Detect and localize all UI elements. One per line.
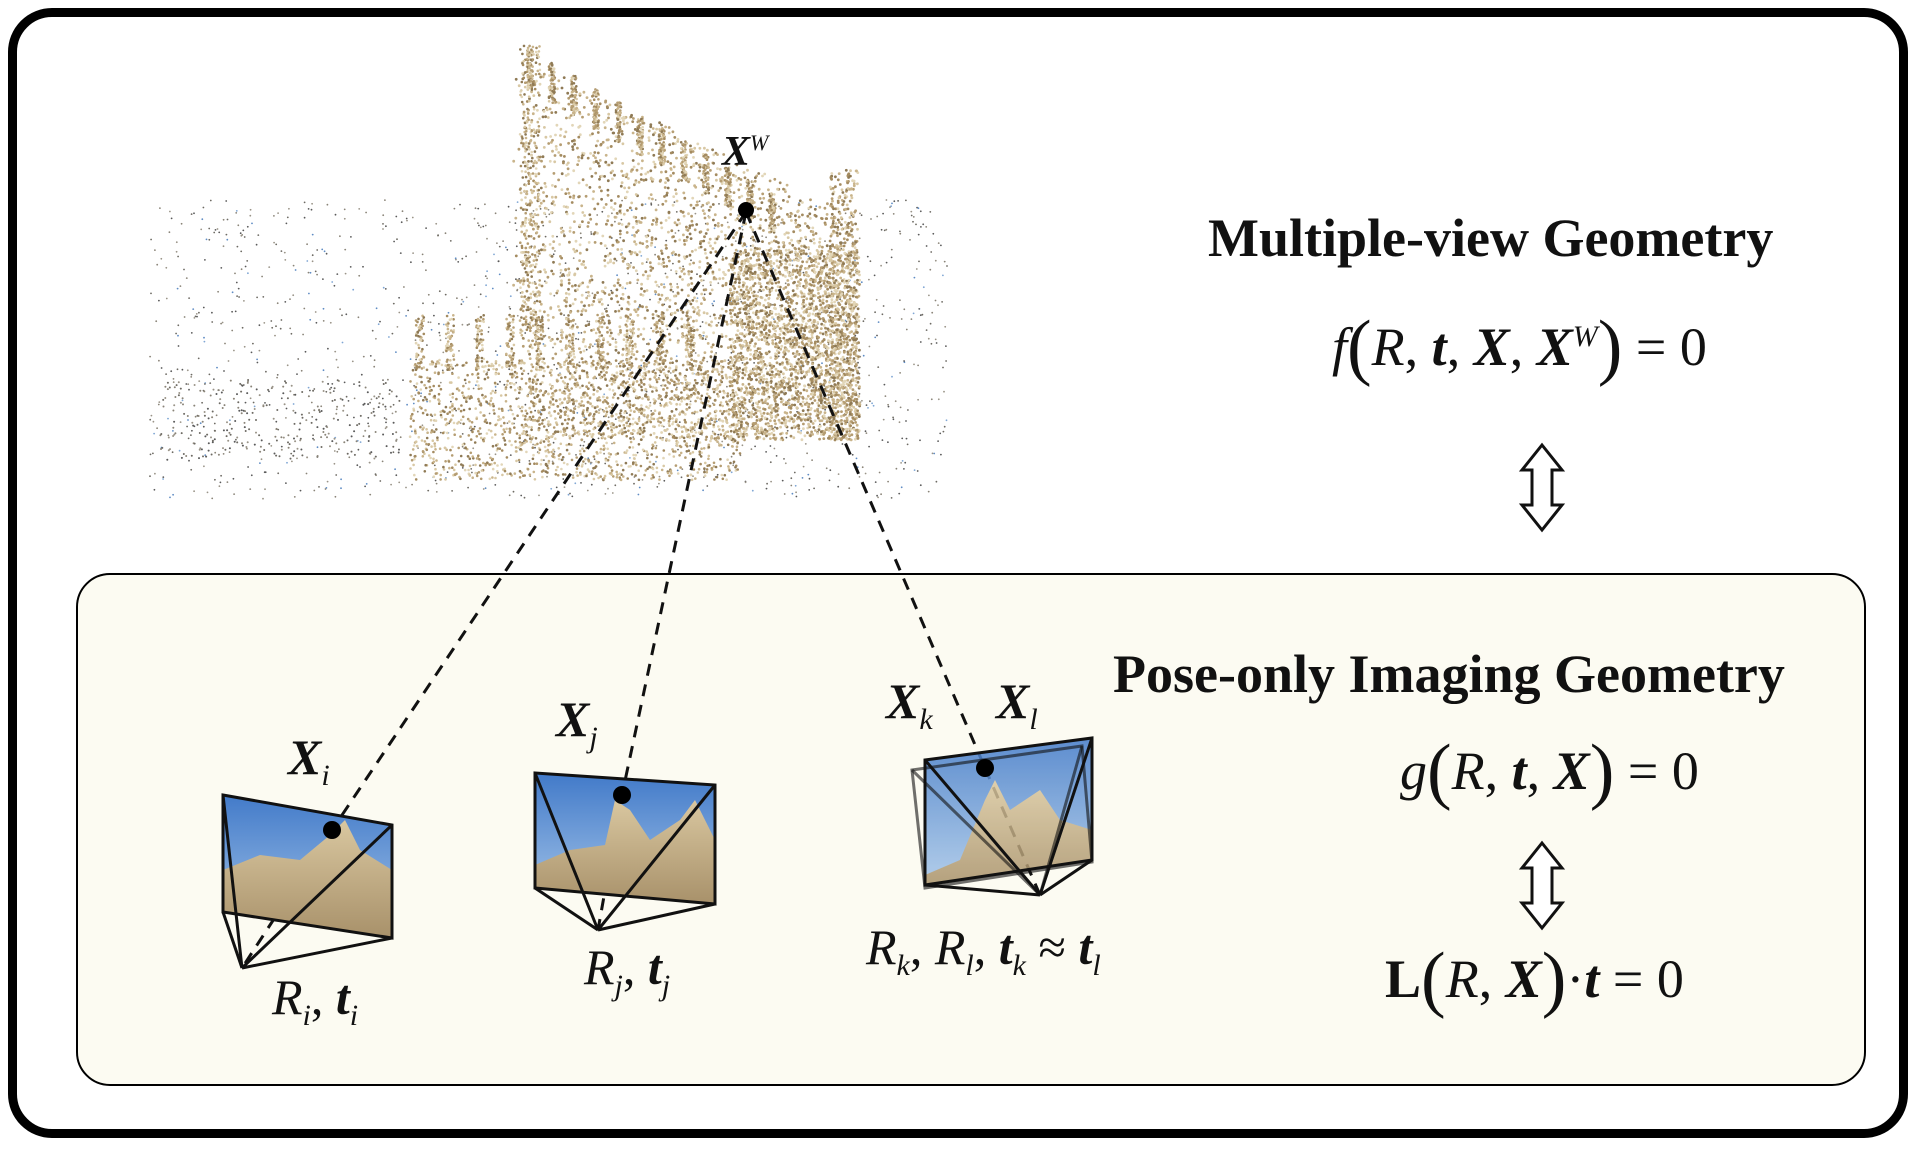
camera-k-point-label: Xk <box>886 673 933 736</box>
eq-f-W: W <box>1572 320 1598 353</box>
world-point-sup: W <box>750 130 769 155</box>
eq-L-dot: · <box>1566 949 1585 1009</box>
eq-L-rhs: = 0 <box>1612 949 1684 1009</box>
multiview-title: Multiple-view Geometry <box>1208 208 1774 268</box>
ray-j <box>620 211 748 796</box>
multiview-equation: f(R, t, X, XW) = 0 <box>1332 306 1707 388</box>
eq-f: f <box>1332 317 1348 377</box>
eq-g: g <box>1400 741 1427 801</box>
poseonly-equation-g: g(R, t, X) = 0 <box>1400 730 1699 812</box>
camera-i <box>221 793 394 970</box>
point-cloud <box>149 44 948 500</box>
camera-j-point-label: Xj <box>556 691 598 754</box>
camera-j <box>533 771 717 932</box>
camera-i-pose-label: Ri, ti <box>272 969 359 1032</box>
world-point-marker <box>738 202 754 218</box>
eq-f-XW: X <box>1536 317 1573 377</box>
eq-f-R: R <box>1371 317 1405 377</box>
eq-f-rhs: = 0 <box>1635 317 1707 377</box>
eq-g-X: X <box>1553 741 1590 801</box>
world-point-label: XW <box>722 128 768 176</box>
eq-g-rhs: = 0 <box>1627 741 1699 801</box>
ray-i <box>330 211 748 831</box>
poseonly-equation-L: L(R, X)·t = 0 <box>1385 938 1684 1020</box>
eq-L-t: t <box>1584 949 1600 1009</box>
eq-g-R: R <box>1451 741 1485 801</box>
ray-k <box>744 211 987 769</box>
eq-f-t: t <box>1431 317 1447 377</box>
eq-L-X: X <box>1505 949 1542 1009</box>
world-point-symbol: X <box>722 129 751 175</box>
camera-kl-pose-label: Rk, Rl, tk ≈ tl <box>866 919 1101 982</box>
iff-arrow-top <box>1518 442 1566 533</box>
eq-g-t: t <box>1511 741 1527 801</box>
camera-j-pose-label: Rj, tj <box>584 939 671 1002</box>
eq-L: L <box>1385 949 1422 1009</box>
eq-L-R: R <box>1445 949 1479 1009</box>
camera-i-point-label: Xi <box>288 729 330 792</box>
eq-f-X: X <box>1473 317 1510 377</box>
camera-kl <box>910 736 1094 897</box>
poseonly-title: Pose-only Imaging Geometry <box>1113 644 1785 704</box>
camera-l-point-label: Xl <box>996 673 1038 736</box>
iff-arrow-bottom <box>1518 840 1566 931</box>
